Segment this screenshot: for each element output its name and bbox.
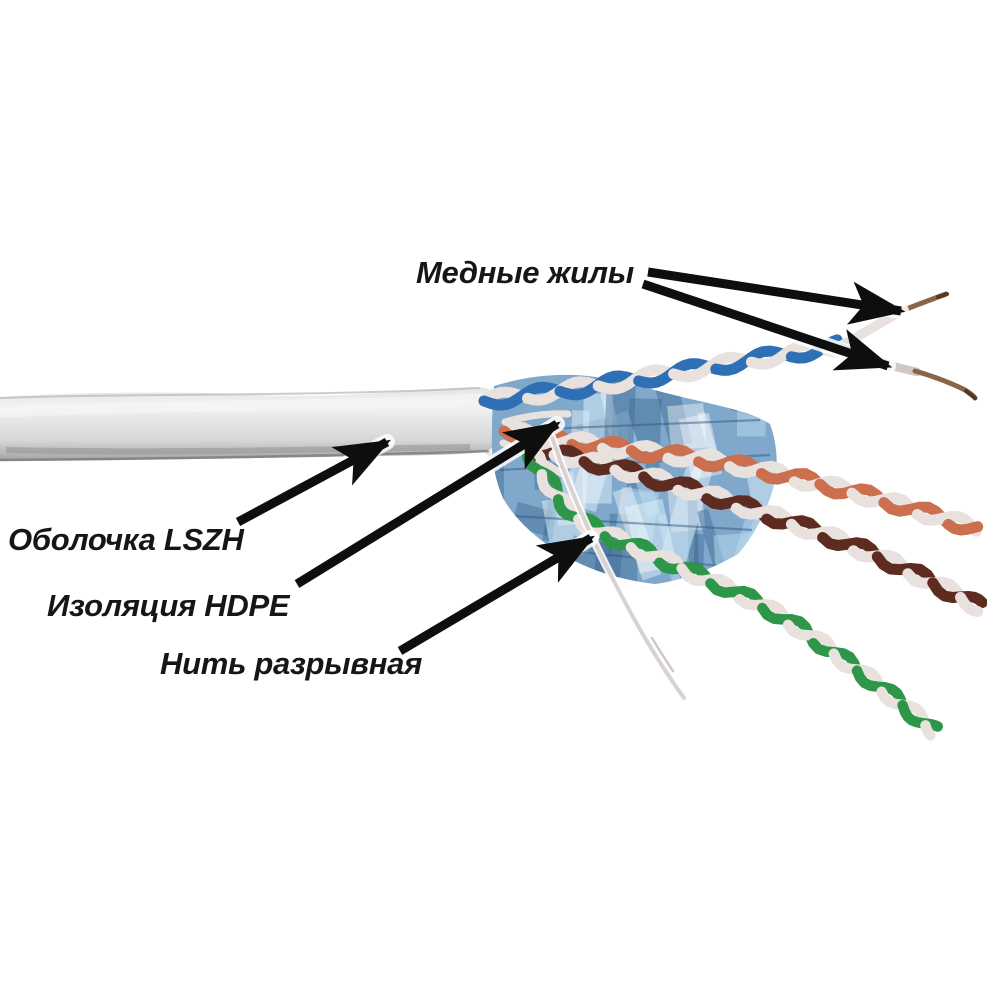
pair-strand-segment xyxy=(625,542,669,563)
pair-strand-segment xyxy=(554,379,604,401)
pair-strand-segment xyxy=(851,665,891,693)
pair-strand-segment xyxy=(817,532,863,551)
annotation-arrows xyxy=(230,264,909,659)
copper-tip-lower xyxy=(964,389,977,400)
rip-cord-thread xyxy=(550,435,686,700)
copper-arrow-1 xyxy=(647,267,906,325)
pair-strand-segment xyxy=(592,371,644,395)
loose-strand xyxy=(501,410,572,426)
foil-crease xyxy=(511,514,753,532)
pair-strand-segment xyxy=(724,461,769,479)
rip-cord xyxy=(548,433,688,702)
labels: Медные жилы Оболочка LSZH Изоляция HDPE … xyxy=(8,255,634,681)
pair-strand-segment xyxy=(633,366,679,389)
pair-strand-segment xyxy=(693,455,736,473)
copper-arrow-2 xyxy=(641,279,893,371)
pair-strand-segment xyxy=(920,720,936,741)
pair-strand-segment xyxy=(478,387,533,411)
pair-strand-segment xyxy=(756,468,802,485)
foil-facet xyxy=(667,403,708,451)
pair-strand-segment xyxy=(785,518,831,540)
cable-jacket xyxy=(0,387,502,462)
pair-strand-segment xyxy=(911,509,957,526)
pair-strand-segment xyxy=(730,502,775,520)
pair-strand-segment xyxy=(942,518,984,536)
pair-strand-segment xyxy=(672,484,715,501)
pair-strand-segment xyxy=(522,385,566,406)
ripcord-arrow xyxy=(397,534,595,655)
pair-strand-segment xyxy=(871,551,916,576)
label-copper-conductors: Медные жилы xyxy=(416,255,634,290)
sheath-arrow xyxy=(235,438,391,526)
pair-strand-segment xyxy=(668,357,721,383)
rip-cord-fork xyxy=(650,636,675,673)
pair-strand-segment xyxy=(705,578,749,598)
sheath-bottom-edge xyxy=(0,449,495,462)
sheath-lower-shade xyxy=(5,444,471,455)
label-insulation: Изоляция HDPE xyxy=(47,588,291,623)
label-rip-cord: Нить разрывная xyxy=(160,646,422,681)
pair-strand-segment xyxy=(745,344,796,370)
pair-strand-segment xyxy=(638,471,686,492)
pair-strand-segment xyxy=(676,563,718,586)
pair-strand-segment xyxy=(782,619,824,642)
foil-facet xyxy=(659,454,716,566)
copper-tip-upper xyxy=(936,292,949,299)
pair-strand-segment xyxy=(625,445,675,464)
pair-strand-segment xyxy=(878,497,925,517)
pair-strand-segment xyxy=(955,591,984,617)
pair-strand-segment xyxy=(757,602,797,625)
label-sheath: Оболочка LSZH xyxy=(8,522,244,557)
pair-strand-segment xyxy=(662,450,705,468)
pair-strand-segment xyxy=(846,487,891,508)
sheath-top-edge xyxy=(0,387,481,399)
pair-strand-segment xyxy=(701,493,745,510)
sheath-highlight xyxy=(0,393,486,418)
pair-strand-segment xyxy=(710,352,757,376)
insulation-arrow xyxy=(294,420,561,588)
